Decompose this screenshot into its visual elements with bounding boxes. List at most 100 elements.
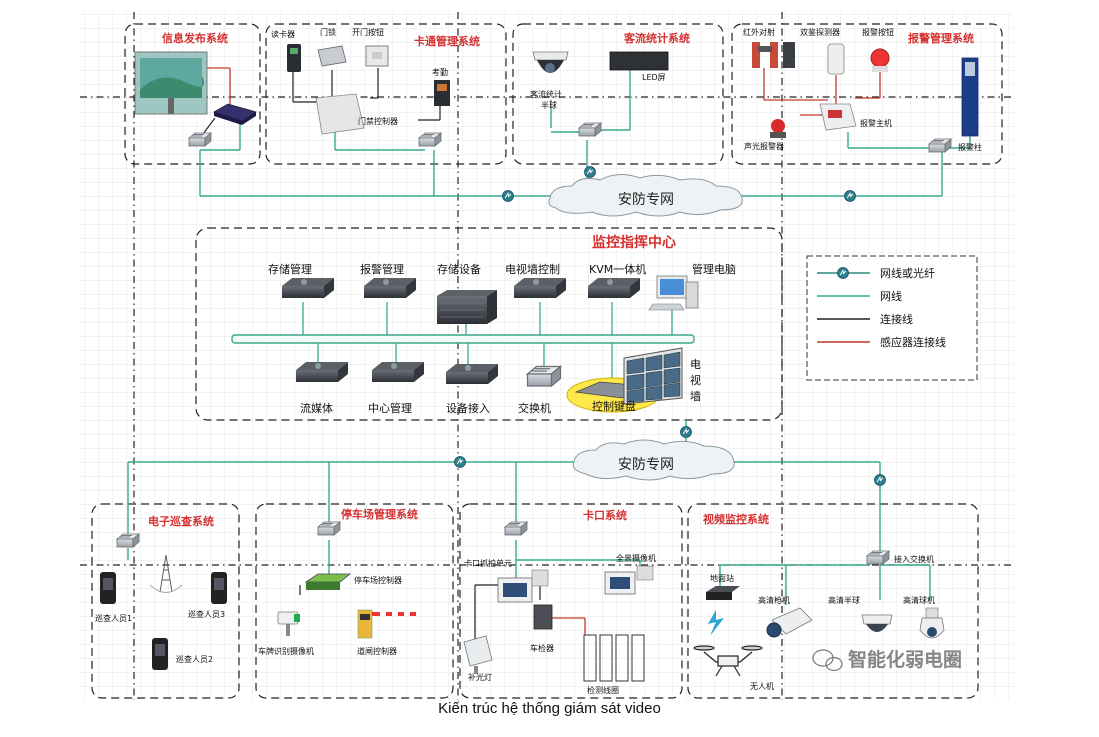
label-loop: 检测线圈 [587, 685, 619, 695]
label-alarm-button: 报警按钮 [862, 27, 894, 37]
title-alarm: 报警管理系统 [908, 31, 974, 45]
legend-label: 感应器连接线 [880, 335, 946, 349]
label-access-switch: 接入交换机 [894, 554, 934, 564]
led-screen-icon [609, 51, 669, 71]
label-tv-wall-1: 电 [690, 358, 701, 371]
label-led-screen: LED屏 [642, 73, 666, 82]
storage-device-icon [437, 290, 497, 324]
network-node-icon [502, 190, 514, 202]
switch-icon [928, 138, 952, 153]
label-patrol-person-3: 巡查人员3 [188, 609, 225, 619]
info-release-group [134, 51, 257, 147]
title-parking: 停车场管理系统 [341, 507, 418, 521]
label-base-station: 地面站 [710, 573, 734, 583]
label-card-reader: 读卡器 [271, 29, 295, 39]
patrol-group [100, 533, 227, 670]
label-door-controller: 门禁控制器 [358, 116, 398, 126]
checkpoint-camera-icon [497, 569, 549, 603]
watermark-text: 智能化弱电圈 [848, 648, 962, 671]
command-bus [231, 334, 695, 344]
network-cloud-bottom: 安防专网 [572, 439, 735, 481]
label-sound-light: 声光报警器 [744, 141, 784, 151]
sound-light-icon [771, 119, 785, 133]
loop-icon [583, 634, 645, 682]
legend-label: 网线或光纤 [880, 266, 935, 280]
architecture-diagram: 信息发布系统 卡通管理系统 客流统计系统 报警管理系统 电子巡查系统 停车场管理… [80, 12, 1015, 700]
title-command-center: 监控指挥中心 [592, 234, 676, 251]
half-dome-camera-icon [861, 614, 893, 632]
network-cloud-top: 安防专网 [548, 174, 743, 217]
switch-icon [578, 122, 602, 137]
vehicle-detector-icon [533, 604, 553, 630]
label-checkpoint-unit: 卡口抓拍单元 [464, 558, 512, 568]
label-drone: 无人机 [750, 681, 774, 691]
alarm-button-icon [870, 48, 890, 68]
label-dome-camera: 高清球机 [903, 595, 935, 605]
access-control-group [287, 44, 450, 147]
dual-detector-icon [827, 43, 845, 75]
door-lock-icon [317, 45, 347, 67]
label-device-access: 设备接入 [446, 401, 490, 415]
network-node-icon [844, 190, 856, 202]
label-people-camera: 客流统计 [530, 89, 562, 99]
center-manager-icon [372, 362, 424, 382]
network-node-icon [837, 267, 849, 279]
management-pc-icon [648, 275, 699, 311]
command-center-group [231, 275, 699, 413]
switch-icon [188, 132, 212, 147]
label-bullet-camera: 高清枪机 [758, 595, 790, 605]
label-streaming: 流媒体 [300, 401, 333, 415]
label-tv-wall-controller: 电视墙控制 [505, 262, 560, 276]
title-patrol: 电子巡查系统 [148, 514, 214, 528]
label-door-lock: 门锁 [320, 27, 336, 37]
watermark: 智能化弱电圈 [812, 648, 962, 672]
tower-icon [149, 554, 183, 593]
label-storage-device: 存储设备 [437, 262, 481, 276]
label-control-keyboard: 控制键盘 [592, 399, 636, 413]
title-info-release: 信息发布系统 [162, 31, 228, 45]
label-dual-detector: 双鉴探测器 [800, 27, 840, 37]
kvm-icon [588, 278, 640, 298]
label-alarm-manager: 报警管理 [360, 262, 404, 276]
core-switch-icon [526, 365, 562, 387]
label-lpr-camera: 车牌识别摄像机 [258, 646, 314, 656]
gate-controller-icon [357, 609, 416, 639]
switch-icon [116, 533, 140, 548]
legend-label: 连接线 [880, 312, 913, 326]
label-vehicle-detector: 车检器 [530, 643, 554, 653]
label-patrol-person-2: 巡查人员2 [176, 654, 213, 664]
switch-icon [317, 521, 341, 536]
label-gate-controller: 道闸控制器 [357, 646, 397, 656]
tv-wall-controller-icon [514, 278, 566, 298]
base-station-icon [706, 586, 740, 592]
signal-icon [708, 610, 724, 636]
infrared-icon [752, 42, 760, 68]
label-storage-manager: 存储管理 [268, 262, 312, 276]
checkpoint-group [463, 521, 654, 682]
title-video: 视频监控系统 [703, 512, 769, 526]
drone-icon [693, 645, 763, 677]
panoramic-camera-icon [604, 565, 654, 595]
title-people-count: 客流统计系统 [623, 31, 690, 45]
device-access-icon [446, 364, 498, 384]
bullet-camera-icon [766, 607, 813, 638]
network-label-top: 安防专网 [618, 192, 674, 208]
storage-manager-icon [282, 278, 334, 298]
streaming-icon [296, 362, 348, 382]
label-center-manager: 中心管理 [368, 401, 412, 415]
switch-icon [504, 521, 528, 536]
label-fill-light: 补光灯 [468, 672, 492, 682]
tv-wall-icon [623, 347, 683, 405]
label-tv-wall-2: 视 [690, 373, 701, 387]
attendance-icon [434, 80, 450, 106]
label-exit-button: 开门按钮 [352, 27, 384, 37]
network-node-icon [874, 474, 886, 486]
network-node-icon [584, 166, 596, 178]
label-panoramic-camera: 全景摄像机 [616, 553, 656, 563]
wechat-logo-icon [812, 649, 843, 672]
alarm-manager-icon [364, 278, 416, 298]
label-alarm-pillar: 报警柱 [958, 142, 982, 152]
video-group [693, 550, 945, 677]
fill-light-icon [463, 635, 493, 674]
